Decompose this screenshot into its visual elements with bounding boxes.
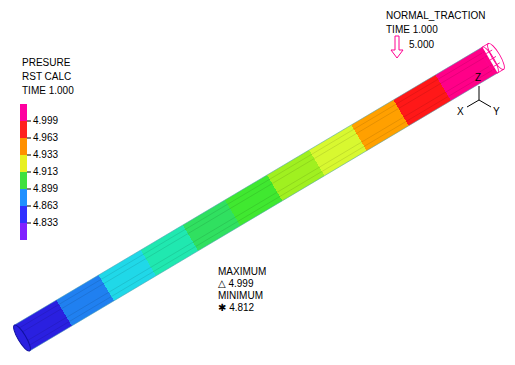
pipe-edge <box>14 47 482 325</box>
extreme-value: △ 4.999 <box>218 278 254 290</box>
extreme-heading: MINIMUM <box>218 290 263 302</box>
traction-line <box>490 56 496 60</box>
traction-line <box>498 69 504 73</box>
mesh-line <box>19 56 487 334</box>
colorbar-value: 4.933 <box>33 149 58 161</box>
tick <box>27 172 31 173</box>
axis-line <box>479 86 480 100</box>
tick <box>27 155 31 156</box>
mesh-line <box>27 69 495 347</box>
traction-wireframe <box>479 41 507 74</box>
tick <box>27 138 31 139</box>
time-stamp: TIME 1.000 <box>22 85 74 97</box>
colorbar-ticks <box>27 121 31 223</box>
axis-line <box>467 100 479 107</box>
colorbar-swatch <box>20 172 27 189</box>
traction-ring <box>485 41 507 71</box>
colorbar-swatch <box>20 206 27 223</box>
tick <box>27 189 31 190</box>
axis-label: X <box>457 106 464 118</box>
colorbar-value: 4.913 <box>33 166 58 178</box>
colorbar-value: 4.999 <box>33 115 58 127</box>
colorbar-value: 4.963 <box>33 132 58 144</box>
plot-variable: PRESURE <box>22 57 70 69</box>
colorbar-swatch <box>20 121 27 138</box>
time-stamp: TIME 1.000 <box>386 24 438 36</box>
colorbar-swatch <box>20 104 27 121</box>
colorbar-swatch <box>20 138 27 155</box>
traction-line <box>486 50 492 54</box>
load-value: 5.000 <box>409 39 434 51</box>
colorbar-value: 4.899 <box>33 183 58 195</box>
traction-ring <box>479 45 501 75</box>
pipe-edge <box>30 73 498 351</box>
extreme-heading: MAXIMUM <box>218 266 266 278</box>
tick <box>27 223 31 224</box>
pipe-contour <box>22 60 490 338</box>
axis-label: Z <box>475 72 481 84</box>
colorbar-value: 4.863 <box>33 200 58 212</box>
mesh-lines <box>17 51 495 346</box>
traction-arrow-symbol <box>391 36 403 58</box>
traction-line <box>482 44 488 48</box>
pipe-end-cap <box>11 323 33 353</box>
axis-label: Y <box>493 106 500 118</box>
mesh-line <box>25 64 493 342</box>
pipe-edges <box>14 47 497 351</box>
result-type: RST CALC <box>22 71 71 83</box>
colorbar-value: 4.833 <box>33 217 58 229</box>
colorbar-swatch <box>20 155 27 172</box>
tick <box>27 121 31 122</box>
traction-line <box>494 63 500 67</box>
tick <box>27 206 31 207</box>
colorbar-swatch <box>20 189 27 206</box>
colorbar-bottom-segment <box>20 223 27 240</box>
axis-line <box>479 100 491 107</box>
axis-triad <box>467 86 491 107</box>
load-name: NORMAL_TRACTION <box>386 10 485 22</box>
extreme-value: ✱ 4.812 <box>218 302 254 314</box>
mesh-line <box>17 51 485 329</box>
